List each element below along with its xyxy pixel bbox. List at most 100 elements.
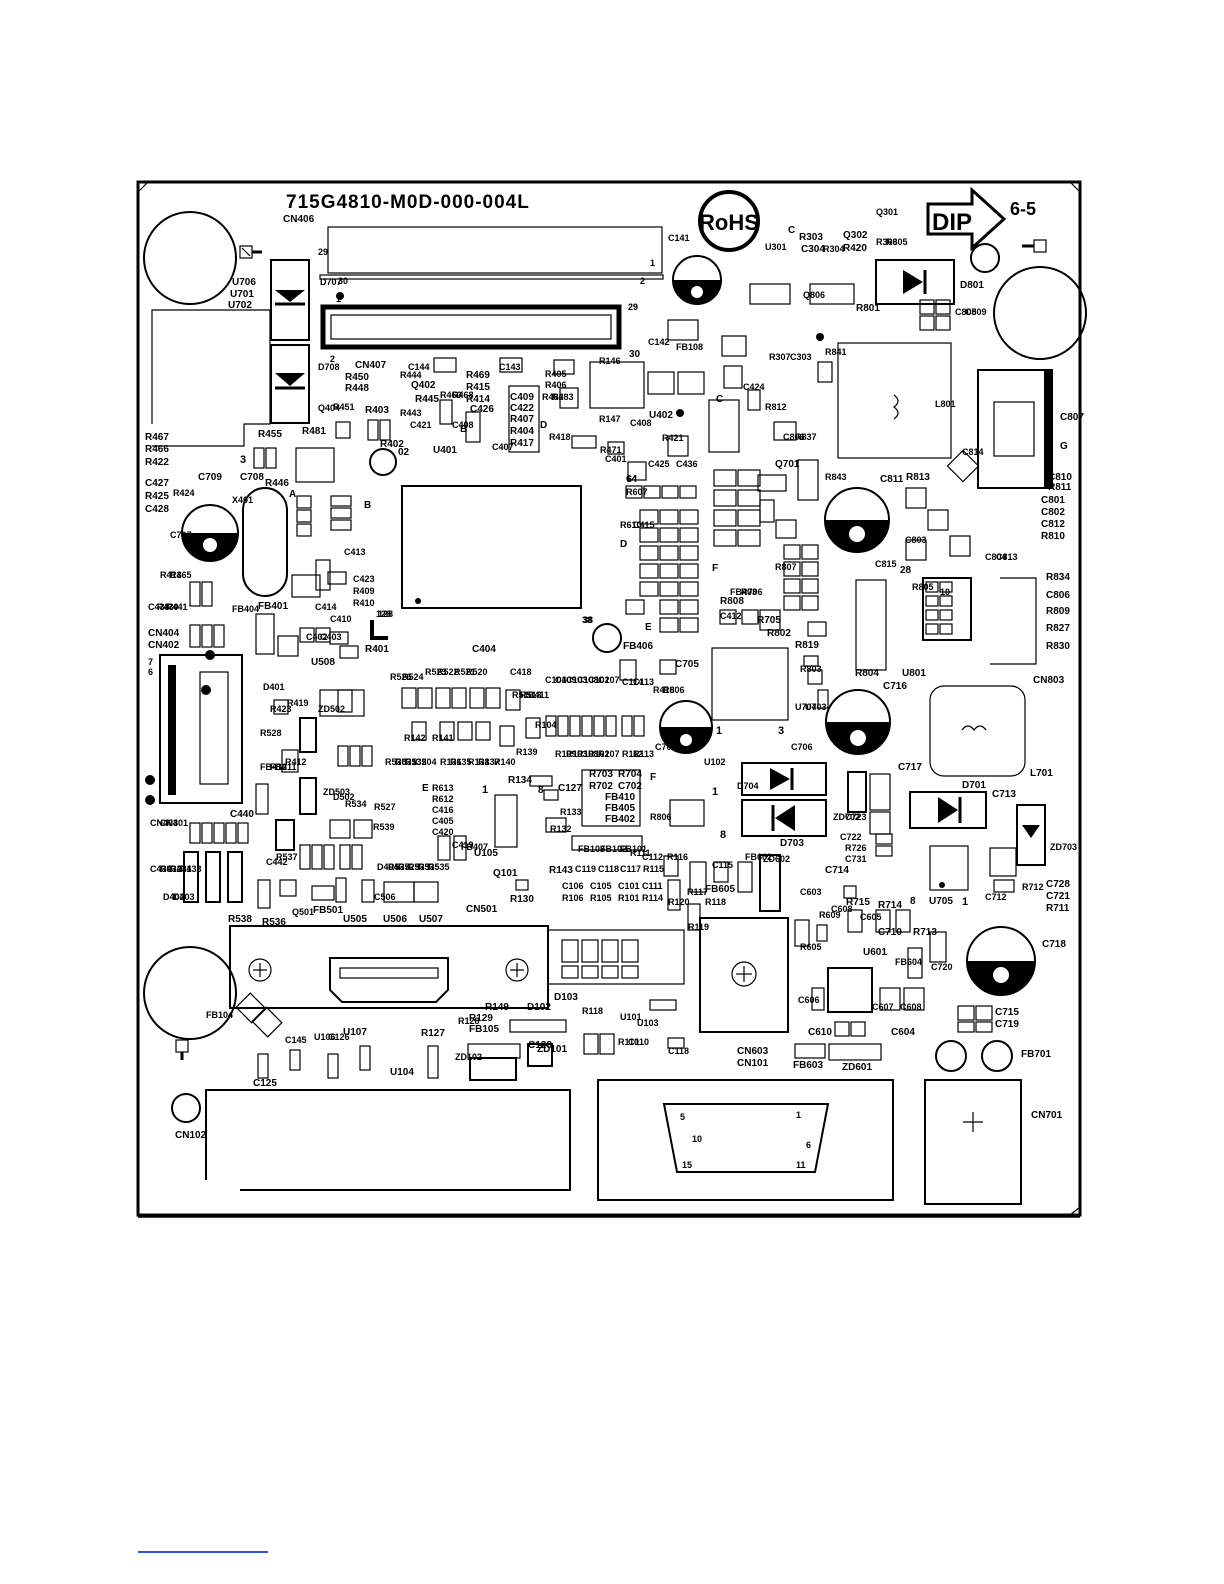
component-label: ZD601 [842,1062,872,1073]
component-label: U506 [383,914,407,925]
connector-cn102 [205,1089,571,1191]
component-label: R704 [618,769,642,780]
mounting-hole-top-left [143,211,237,305]
svg-text:15: 15 [682,1160,692,1170]
component-label: R714 [878,900,902,911]
component-label: Q101 [493,868,518,879]
component-label: C103 [566,675,588,685]
component-label: FB701 [1021,1049,1051,1060]
component-label: R530 [385,757,407,767]
component-label: C709 [198,472,222,483]
component-label: C403 [320,632,342,642]
component-label: R133 [560,807,582,817]
component-label: R105 [590,893,612,903]
component-label: R523 [425,667,447,677]
component-label: R402 [380,439,404,450]
component-label: R146 [599,356,621,366]
connector-cn501-hdmi [229,925,549,1009]
component-label: C603 [800,887,822,897]
component-label: CN401 [160,818,188,828]
component-label: U104 [390,1067,414,1078]
component-label: L701 [1030,768,1053,779]
component-label: R481 [302,426,326,437]
component-labels: CN406C141U301CR303C304R304Q302R420R306R3… [145,207,1084,1141]
component-label: 38 [582,615,592,625]
component-label: 1 [716,725,722,737]
component-label: C409 [510,392,534,403]
component-label: R612 [432,794,454,804]
component-label: C404 [472,644,496,655]
component-label: R834 [1046,572,1070,583]
component-label: C145 [285,1035,307,1045]
component-label: 1 [712,786,718,798]
component-label: D403 [173,892,195,902]
component-label: C408 [452,420,474,430]
component-label: R129 [469,1013,493,1024]
component-label: D401 [263,682,285,692]
component-label: C422 [510,403,534,414]
component-label: R726 [845,843,867,853]
component-label: C141 [668,233,690,243]
component-label: E [645,622,652,633]
component-label: C108 [577,675,599,685]
footer-rule [138,1551,268,1553]
component-label: R539 [373,822,395,832]
component-label: U507 [419,914,443,925]
component-label: R141 [432,733,454,743]
component-label: R518 [520,690,542,700]
mounting-hole-top-right [993,266,1087,360]
component-label: C414 [315,602,337,612]
component-label: D707 [320,277,342,287]
component-label: R136 [440,757,462,767]
dip-arrow-badge: DIP [926,186,1007,252]
component-label: U301 [765,242,787,252]
component-label: R813 [906,472,930,483]
component-label: R444 [400,370,422,380]
svg-text:30: 30 [338,276,348,286]
component-label: R405 [545,369,567,379]
component-label: R417 [510,438,534,449]
component-label: R118 [705,897,726,907]
component-label: R117 [687,887,708,897]
component-label: R450 [345,372,369,383]
component-label: FB101 [620,844,647,854]
svg-text:2: 2 [640,276,645,286]
component-label: R120 [668,897,690,907]
component-label: CN407 [355,360,387,371]
component-label: 02 [398,447,410,458]
component-label: R134 [508,775,532,786]
component-label: R445 [415,394,439,405]
component-label: CN603 [737,1046,769,1057]
component-label: C806 [1046,590,1070,601]
component-label: R410 [353,598,375,608]
component-label: R103 [566,749,588,759]
component-label: R613 [432,783,454,793]
component-label: R810 [1041,531,1065,542]
component-label: C802 [1041,507,1065,518]
component-label: C728 [1046,879,1070,890]
component-label: 1 [962,896,968,908]
svg-text:6: 6 [806,1140,811,1150]
mounting-hole-bottom-left [143,946,237,1040]
component-label: C807 [1060,412,1084,423]
component-label: R537 [388,862,410,872]
component-label: R413 [160,570,182,580]
component-label: R827 [1046,623,1070,634]
component-label: ZD602 [763,854,790,864]
component-label: 30 [629,349,641,360]
component-label: C428 [145,504,169,515]
component-label: C705 [675,659,699,670]
component-label: C607 [872,1002,894,1012]
component-label: R418 [549,432,571,442]
capacitor-c707 [181,504,239,562]
component-label: R455 [258,429,282,440]
component-label: F [712,563,718,574]
component-label: R419 [287,698,309,708]
component-label: R305 [886,237,908,247]
component-label: C112 [642,852,663,862]
svg-text:11: 11 [796,1160,806,1170]
component-label: C714 [825,865,849,876]
component-label: R446 [265,478,289,489]
component-label: R109 [555,749,577,759]
ic-u401: 64 128 38 [370,474,637,640]
